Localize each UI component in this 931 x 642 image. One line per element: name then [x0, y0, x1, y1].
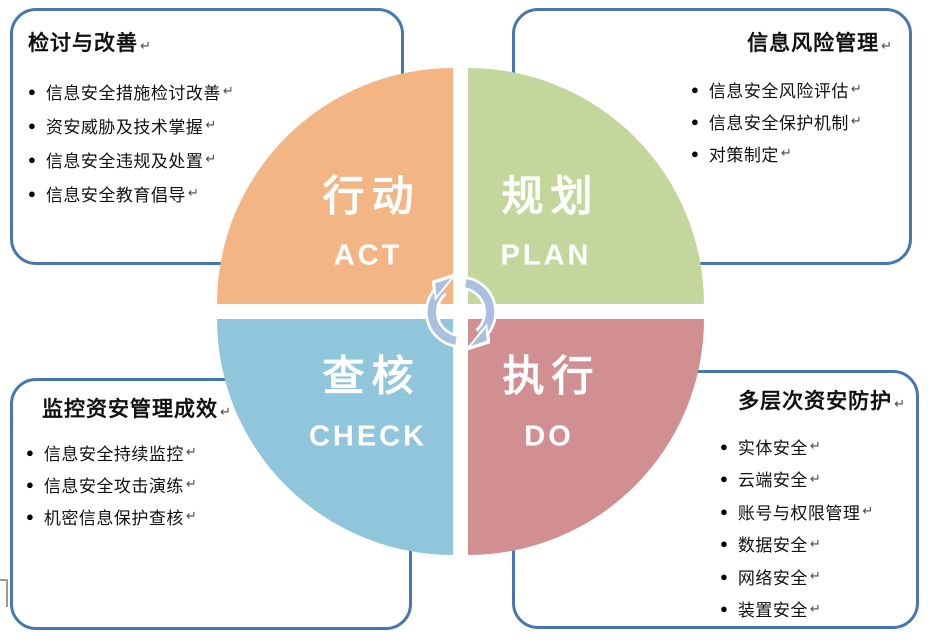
- paragraph-mark: ↵: [809, 600, 821, 616]
- bullet-icon: ●: [720, 568, 728, 584]
- quadrant-label-do-en: DO: [524, 420, 574, 453]
- list-item: ● 数据安全↵: [720, 528, 912, 561]
- bullet-icon: ●: [26, 476, 34, 492]
- quadrant-label-plan-zh: 规划: [501, 172, 600, 220]
- list-item-text: 机密信息保护查核: [43, 508, 184, 528]
- paragraph-mark: ↵: [140, 38, 152, 53]
- bullet-icon: ●: [720, 471, 728, 487]
- list-item-text: 数据安全: [737, 536, 808, 556]
- quadrant-label-act-zh: 行动: [322, 172, 421, 220]
- callout-box-monitor-effectiveness[interactable]: 监控资安管理成效↵ ●信息安全持续监控↵●信息安全攻击演练↵●机密信息保护查核↵: [10, 378, 412, 630]
- paragraph-mark: ↵: [185, 444, 197, 459]
- callout-box-multilayer-protection[interactable]: 多层次资安防护↵ ●实体安全↵●云端安全↵●账号与权限管理↵●数据安全↵●网络安…: [512, 370, 919, 629]
- paragraph-mark: ↵: [809, 470, 821, 486]
- list-item: ● 信息安全攻击演练↵: [26, 468, 232, 500]
- list-item: ● 信息安全持续监控↵: [26, 436, 232, 468]
- bullet-icon: ●: [26, 508, 34, 524]
- paragraph-mark: ↵: [809, 568, 821, 584]
- bullet-icon: ●: [720, 503, 728, 519]
- list-item: ● 对策制定↵: [691, 137, 903, 169]
- list-item-text: 信息安全措施检讨改善: [45, 83, 221, 103]
- list-item: ● 账号与权限管理↵: [720, 495, 912, 528]
- list-item: ● 机密信息保护查核↵: [26, 500, 232, 532]
- list-item: ● 实体安全↵: [720, 430, 912, 463]
- bullet-list: ●信息安全措施检讨改善↵●资安威胁及技术掌握↵●信息安全违规及处置↵●信息安全教…: [28, 74, 234, 210]
- callout-box-review-improve[interactable]: 检讨与改善↵ ●信息安全措施检讨改善↵●资安威胁及技术掌握↵●信息安全违规及处置…: [10, 8, 404, 265]
- bullet-icon: ●: [26, 444, 34, 460]
- bullet-list: ●信息安全风险评估↵●信息安全保护机制↵●对策制定↵: [691, 73, 903, 169]
- list-item-text: 云端安全: [737, 471, 808, 491]
- callout-content: 检讨与改善↵ ●信息安全措施检讨改善↵●资安威胁及技术掌握↵●信息安全违规及处置…: [28, 27, 234, 210]
- list-item-text: 信息安全违规及处置: [45, 151, 204, 171]
- paragraph-mark: ↵: [205, 151, 217, 166]
- paragraph-mark: ↵: [881, 38, 893, 53]
- paragraph-mark: ↵: [809, 535, 821, 551]
- bullet-icon: ●: [691, 113, 699, 129]
- list-item-text: 信息安全保护机制: [708, 113, 849, 133]
- paragraph-mark: ↵: [205, 117, 217, 132]
- paragraph-mark: ↵: [809, 438, 821, 454]
- list-item: ● 信息安全措施检讨改善↵: [28, 74, 234, 108]
- bullet-icon: ●: [28, 151, 36, 167]
- paragraph-mark: ↵: [862, 503, 874, 519]
- bullet-icon: ●: [28, 117, 36, 133]
- list-item: ● 装置安全↵: [720, 593, 912, 626]
- list-item-text: 信息安全持续监控: [43, 444, 184, 464]
- box-title-text: 监控资安管理成效: [42, 398, 218, 421]
- list-item-text: 信息安全风险评估: [708, 81, 849, 101]
- bullet-icon: ●: [28, 83, 36, 99]
- list-item-text: 信息安全攻击演练: [43, 476, 184, 496]
- list-item: ● 云端安全↵: [720, 463, 912, 496]
- bullet-list: ●实体安全↵●云端安全↵●账号与权限管理↵●数据安全↵●网络安全↵●装置安全↵: [720, 430, 912, 625]
- callout-content: 多层次资安防护↵ ●实体安全↵●云端安全↵●账号与权限管理↵●数据安全↵●网络安…: [720, 385, 912, 625]
- paragraph-mark: ↵: [780, 145, 792, 160]
- box-title-text: 检讨与改善: [28, 32, 138, 55]
- bullet-icon: ●: [720, 601, 728, 617]
- paragraph-mark: ↵: [220, 404, 232, 419]
- quadrant-label-do-zh: 执行: [502, 352, 601, 400]
- bullet-list: ●信息安全持续监控↵●信息安全攻击演练↵●机密信息保护查核↵: [26, 436, 232, 532]
- quadrant-label-act-en: ACT: [333, 239, 403, 272]
- paragraph-mark: ↵: [850, 81, 862, 96]
- page-margin-mark: [0, 579, 8, 607]
- bullet-icon: ●: [691, 81, 699, 97]
- box-title: 监控资安管理成效↵: [26, 393, 232, 423]
- bullet-icon: ●: [720, 536, 728, 552]
- list-item: ● 信息安全教育倡导↵: [28, 176, 234, 210]
- list-item: ● 信息安全违规及处置↵: [28, 142, 234, 176]
- list-item: ● 信息安全保护机制↵: [691, 105, 903, 137]
- bullet-icon: ●: [720, 438, 728, 454]
- list-item-text: 信息安全教育倡导: [45, 185, 186, 205]
- paragraph-mark: ↵: [187, 185, 199, 200]
- list-item: ● 网络安全↵: [720, 560, 912, 593]
- paragraph-mark: ↵: [850, 113, 862, 128]
- list-item-text: 实体安全: [737, 438, 808, 458]
- list-item: ● 信息安全风险评估↵: [691, 73, 903, 105]
- bullet-icon: ●: [28, 185, 36, 201]
- quadrant-label-check-en: CHECK: [308, 420, 428, 453]
- quadrant-label-plan-en: PLAN: [500, 239, 592, 272]
- paragraph-mark: ↵: [185, 476, 197, 491]
- list-item-text: 对策制定: [708, 145, 779, 165]
- list-item-text: 装置安全: [737, 601, 808, 621]
- bullet-icon: ●: [691, 145, 699, 161]
- box-title: 信息风险管理↵: [691, 27, 903, 57]
- paragraph-mark: ↵: [222, 83, 234, 98]
- paragraph-mark: ↵: [894, 396, 906, 411]
- list-item: ● 资安威胁及技术掌握↵: [28, 108, 234, 142]
- cycle-arrows-icon[interactable]: [422, 263, 500, 361]
- pdca-cycle: 行动 ACT 规划 PLAN 查核 CHECK 执行 DO: [217, 68, 704, 555]
- list-item-text: 网络安全: [737, 568, 808, 588]
- quadrant-label-check-zh: 查核: [322, 352, 421, 400]
- box-title: 检讨与改善↵: [28, 27, 234, 57]
- box-title: 多层次资安防护↵: [720, 385, 912, 415]
- list-item-text: 资安威胁及技术掌握: [45, 117, 204, 137]
- box-title-text: 多层次资安防护: [738, 390, 893, 413]
- paragraph-mark: ↵: [185, 508, 197, 523]
- callout-content: 监控资安管理成效↵ ●信息安全持续监控↵●信息安全攻击演练↵●机密信息保护查核↵: [26, 393, 232, 532]
- list-item-text: 账号与权限管理: [737, 503, 861, 523]
- callout-content: 信息风险管理↵ ●信息安全风险评估↵●信息安全保护机制↵●对策制定↵: [691, 27, 903, 169]
- box-title-text: 信息风险管理: [747, 32, 880, 55]
